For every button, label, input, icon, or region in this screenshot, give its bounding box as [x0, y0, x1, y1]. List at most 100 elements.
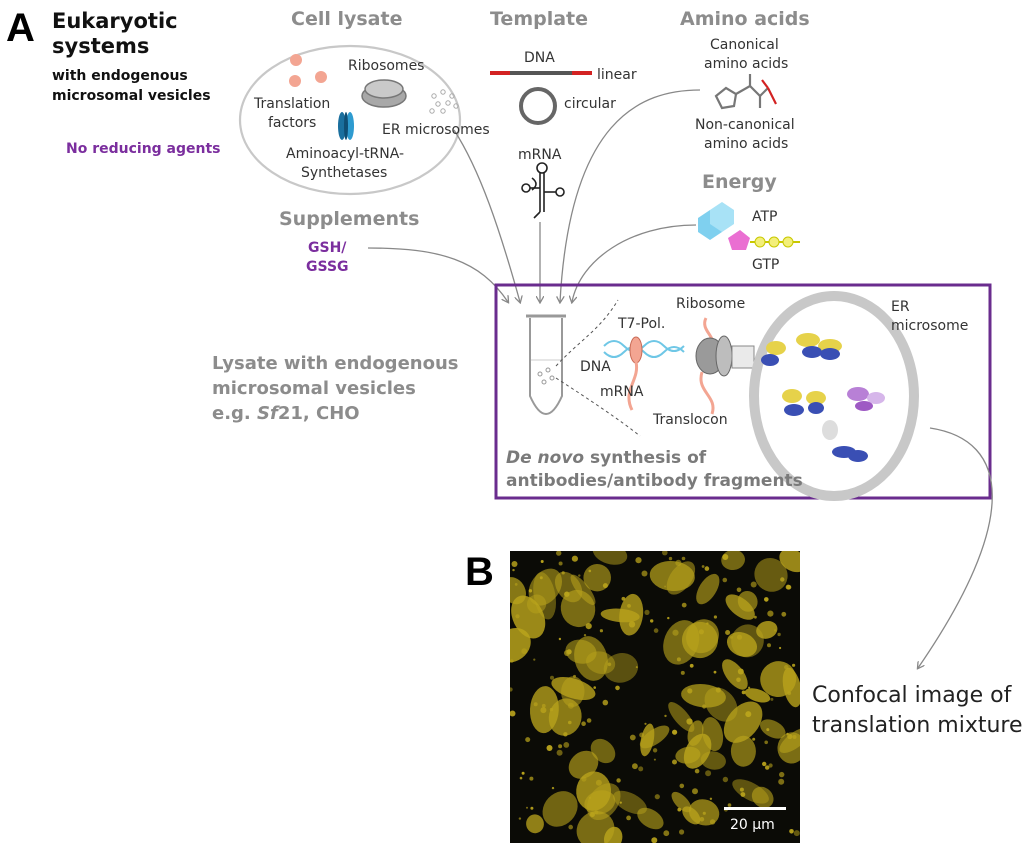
confocal-dot: [679, 783, 685, 789]
confocal-dot: [644, 722, 647, 725]
confocal-dot: [641, 570, 648, 577]
confocal-dot: [741, 690, 746, 695]
confocal-dot: [512, 568, 515, 572]
confocal-dot: [713, 670, 717, 674]
confocal-dot: [787, 733, 793, 740]
confocal-dot: [736, 587, 742, 593]
confocal-particle: [756, 620, 778, 639]
confocal-dot: [663, 830, 670, 837]
confocal-particle: [722, 659, 748, 690]
confocal-particle: [737, 590, 758, 612]
amino-acids-heading: Amino acids: [680, 8, 810, 30]
confocal-dot: [672, 629, 679, 636]
confocal-dot: [546, 745, 553, 751]
confocal-dot: [727, 803, 732, 807]
confocal-dot: [664, 714, 667, 718]
confocal-dot: [602, 583, 608, 589]
confocal-dot: [677, 807, 682, 812]
confocal-particle: [592, 551, 628, 565]
circular-label: circular: [564, 96, 616, 112]
confocal-dot: [583, 634, 587, 637]
confocal-dot: [762, 761, 767, 767]
confocal-dot: [573, 674, 576, 678]
confocal-dot: [653, 758, 656, 761]
confocal-dot: [653, 628, 659, 633]
confocal-dot: [581, 776, 587, 782]
confocal-particle: [744, 688, 771, 703]
confocal-dot: [687, 688, 693, 694]
lysate-note-suffix: 21, CHO: [277, 403, 360, 424]
confocal-dot: [681, 602, 687, 608]
confocal-particle: [640, 723, 655, 757]
confocal-particle: [696, 573, 720, 605]
confocal-dot: [770, 697, 774, 701]
confocal-dot: [709, 819, 716, 825]
confocal-dot: [519, 776, 523, 780]
canonical-label-1: Canonical: [710, 37, 779, 53]
box-dna-label: DNA: [580, 359, 611, 375]
confocal-dot: [792, 735, 797, 739]
confocal-dot: [715, 687, 721, 693]
confocal-dot: [766, 728, 770, 732]
scale-bar-label: 20 µm: [730, 817, 775, 833]
confocal-dot: [736, 677, 741, 683]
template-heading: Template: [490, 8, 589, 30]
confocal-dot: [698, 629, 704, 635]
ribosomes-label: Ribosomes: [348, 58, 425, 74]
atp-gtp-icon: [698, 202, 800, 250]
mrna-strand-icon: [627, 361, 639, 411]
confocal-dot: [779, 771, 785, 778]
confocal-particle: [702, 717, 724, 752]
confocal-caption-line2: translation mixture: [812, 713, 1023, 738]
confocal-dot: [599, 629, 603, 633]
confocal-dot: [651, 837, 658, 843]
ribosome-label: Ribosome: [676, 296, 746, 312]
confocal-dot: [748, 686, 751, 689]
confocal-dot: [594, 810, 599, 815]
confocal-dot: [739, 787, 744, 792]
confocal-dot: [588, 569, 592, 573]
confocal-dot: [533, 702, 538, 707]
confocal-dot: [627, 604, 631, 608]
confocal-dot: [533, 658, 536, 661]
confocal-dot: [706, 622, 709, 625]
confocal-particle: [700, 751, 726, 770]
confocal-dot: [528, 589, 533, 593]
gssg-label: GSSG: [306, 259, 349, 275]
confocal-dot: [541, 703, 546, 708]
box-mrna-label: mRNA: [600, 384, 644, 400]
confocal-dot: [699, 817, 705, 822]
confocal-dot: [511, 561, 518, 567]
confocal-dot: [521, 648, 528, 655]
lysate-note-line2: microsomal vesicles: [212, 378, 416, 399]
confocal-dot: [705, 770, 712, 777]
linear-label: linear: [597, 67, 637, 83]
confocal-dot: [521, 771, 525, 775]
confocal-dot: [558, 561, 563, 566]
er-label-2: microsome: [891, 318, 969, 334]
confocal-dot: [667, 616, 670, 620]
confocal-dot: [792, 663, 796, 667]
energy-heading: Energy: [702, 171, 777, 193]
confocal-particle: [760, 661, 797, 698]
confocal-particle: [542, 791, 578, 827]
confocal-dot: [567, 702, 574, 709]
confocal-dot: [737, 668, 744, 675]
confocal-dot: [619, 801, 622, 804]
confocal-dot: [764, 740, 768, 745]
confocal-particle: [511, 595, 546, 639]
confocal-dot: [586, 718, 592, 723]
aats-label-1: Aminoacyl-tRNA-: [286, 146, 405, 162]
template-mrna-label: mRNA: [518, 147, 562, 163]
confocal-dot: [525, 737, 531, 743]
lysate-note-prefix: e.g.: [212, 403, 258, 424]
dna-helix-icon: [603, 340, 685, 358]
confocal-dot: [593, 686, 596, 689]
reaction-caption-rest: synthesis of: [584, 448, 707, 468]
confocal-dot: [635, 557, 642, 564]
er-microsome-vesicle: [749, 291, 919, 501]
confocal-particle: [751, 786, 774, 809]
to-confocal-arrow: [918, 427, 993, 668]
panel-a-subtitle-line1: with endogenous: [52, 68, 188, 84]
